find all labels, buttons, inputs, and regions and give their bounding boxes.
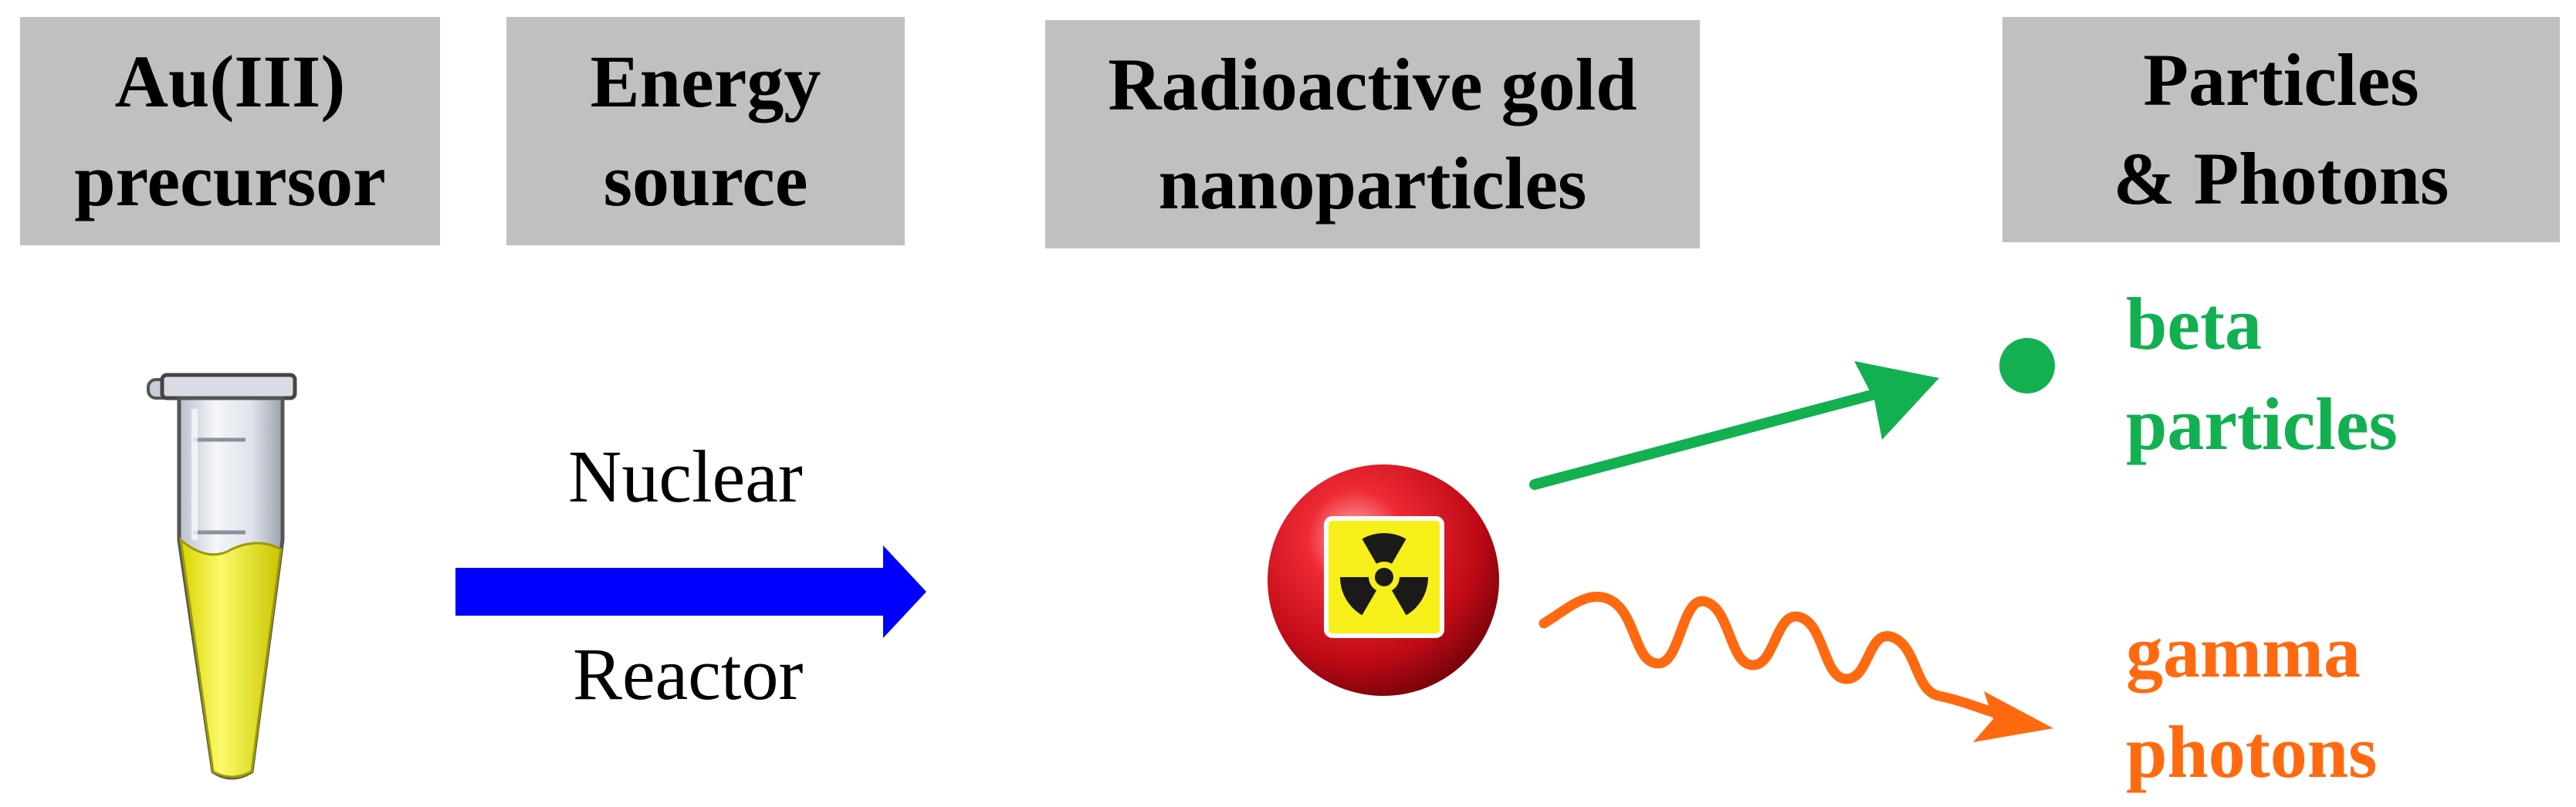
label-reactor: Reactor xyxy=(573,633,804,715)
label-nuclear: Nuclear xyxy=(568,435,803,518)
process-arrow xyxy=(455,545,926,638)
label-gamma-line1: gamma xyxy=(2126,610,2361,693)
header-energy-source-line1: Energy xyxy=(590,40,821,123)
label-beta-particles: beta particles xyxy=(2126,274,2398,474)
label-beta-line2: particles xyxy=(2126,383,2398,465)
header-energy-source-line2: source xyxy=(603,139,808,221)
header-au-precursor: Au(III) precursor xyxy=(20,17,440,245)
header-radioactive-gold-line1: Radioactive gold xyxy=(1108,43,1637,126)
header-radioactive-gold-line2: nanoparticles xyxy=(1158,142,1587,225)
beta-arrow xyxy=(1529,361,1939,490)
gamma-wave-arrow xyxy=(1538,592,2053,742)
header-au-precursor-line1: Au(III) xyxy=(114,40,346,123)
beta-particle-dot xyxy=(1999,338,2055,393)
header-particles-photons-line1: Particles xyxy=(2143,39,2419,121)
label-gamma-photons: gamma photons xyxy=(2126,602,2378,802)
microcentrifuge-tube-icon xyxy=(147,373,297,780)
header-particles-photons-line2: & Photons xyxy=(2113,137,2449,220)
label-gamma-line2: photons xyxy=(2126,711,2378,793)
label-beta-line1: beta xyxy=(2126,282,2262,365)
radioactive-nanoparticle-icon xyxy=(1268,464,1499,696)
radiation-trefoil-icon xyxy=(1324,516,1444,638)
header-au-precursor-line2: precursor xyxy=(74,139,386,221)
header-energy-source: Energy source xyxy=(506,17,905,245)
header-radioactive-gold: Radioactive gold nanoparticles xyxy=(1045,20,1700,248)
header-particles-photons: Particles & Photons xyxy=(2002,17,2560,242)
